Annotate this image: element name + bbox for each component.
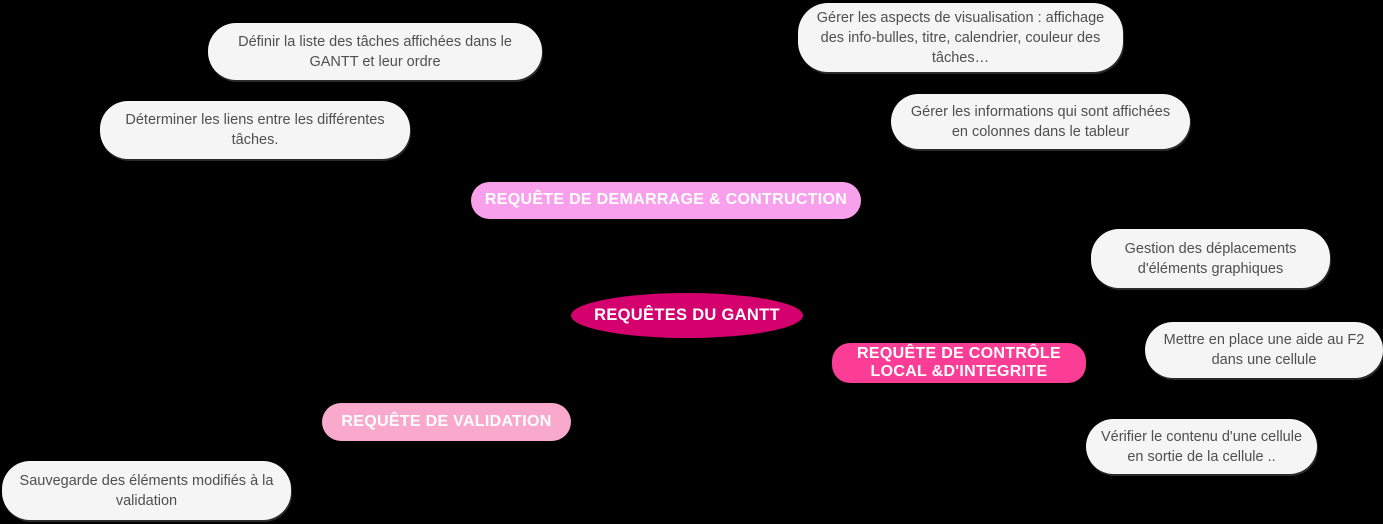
node-label: Gérer les aspects de visualisation : aff… xyxy=(816,9,1105,66)
node-cell-content-check[interactable]: Vérifier le contenu d'une cellule en sor… xyxy=(1086,419,1317,474)
node-save-on-validation[interactable]: Sauvegarde des éléments modifiés à la va… xyxy=(2,461,291,520)
node-label: REQUÊTE DE VALIDATION xyxy=(341,412,552,430)
node-branch-demarrage-construction[interactable]: REQUÊTE DE DEMARRAGE & CONTRUCTION xyxy=(471,182,861,219)
node-define-tasks-list[interactable]: Définir la liste des tâches affichées da… xyxy=(208,23,542,80)
node-branch-controle-integrite[interactable]: REQUÊTE DE CONTRÔLE LOCAL &D'INTEGRITE xyxy=(832,343,1086,383)
node-task-links[interactable]: Déterminer les liens entre les différent… xyxy=(100,101,410,159)
node-label: REQUÊTE DE DEMARRAGE & CONTRUCTION xyxy=(484,191,848,209)
node-label: Sauvegarde des éléments modifiés à la va… xyxy=(19,472,274,509)
node-label: Vérifier le contenu d'une cellule en sor… xyxy=(1100,428,1303,465)
node-label: Déterminer les liens entre les différent… xyxy=(125,112,385,148)
node-graphic-moves[interactable]: Gestion des déplacements d'éléments grap… xyxy=(1091,229,1330,288)
node-label: Mettre en place une aide au F2 dans une … xyxy=(1163,332,1365,368)
node-label: Définir la liste des tâches affichées da… xyxy=(238,33,512,70)
node-label: Gestion des déplacements d'éléments grap… xyxy=(1124,240,1297,277)
node-visualisation-aspects[interactable]: Gérer les aspects de visualisation : aff… xyxy=(798,3,1123,72)
node-label: REQUÊTES DU GANTT xyxy=(594,306,780,324)
node-label: Gérer les informations qui sont affichée… xyxy=(910,103,1171,140)
node-root-requetes-gantt[interactable]: REQUÊTES DU GANTT xyxy=(571,293,803,338)
node-branch-validation[interactable]: REQUÊTE DE VALIDATION xyxy=(322,403,571,441)
node-f2-cell-help[interactable]: Mettre en place une aide au F2 dans une … xyxy=(1145,322,1383,378)
node-label: REQUÊTE DE CONTRÔLE LOCAL &D'INTEGRITE xyxy=(857,344,1061,380)
node-column-info[interactable]: Gérer les informations qui sont affichée… xyxy=(891,94,1190,149)
